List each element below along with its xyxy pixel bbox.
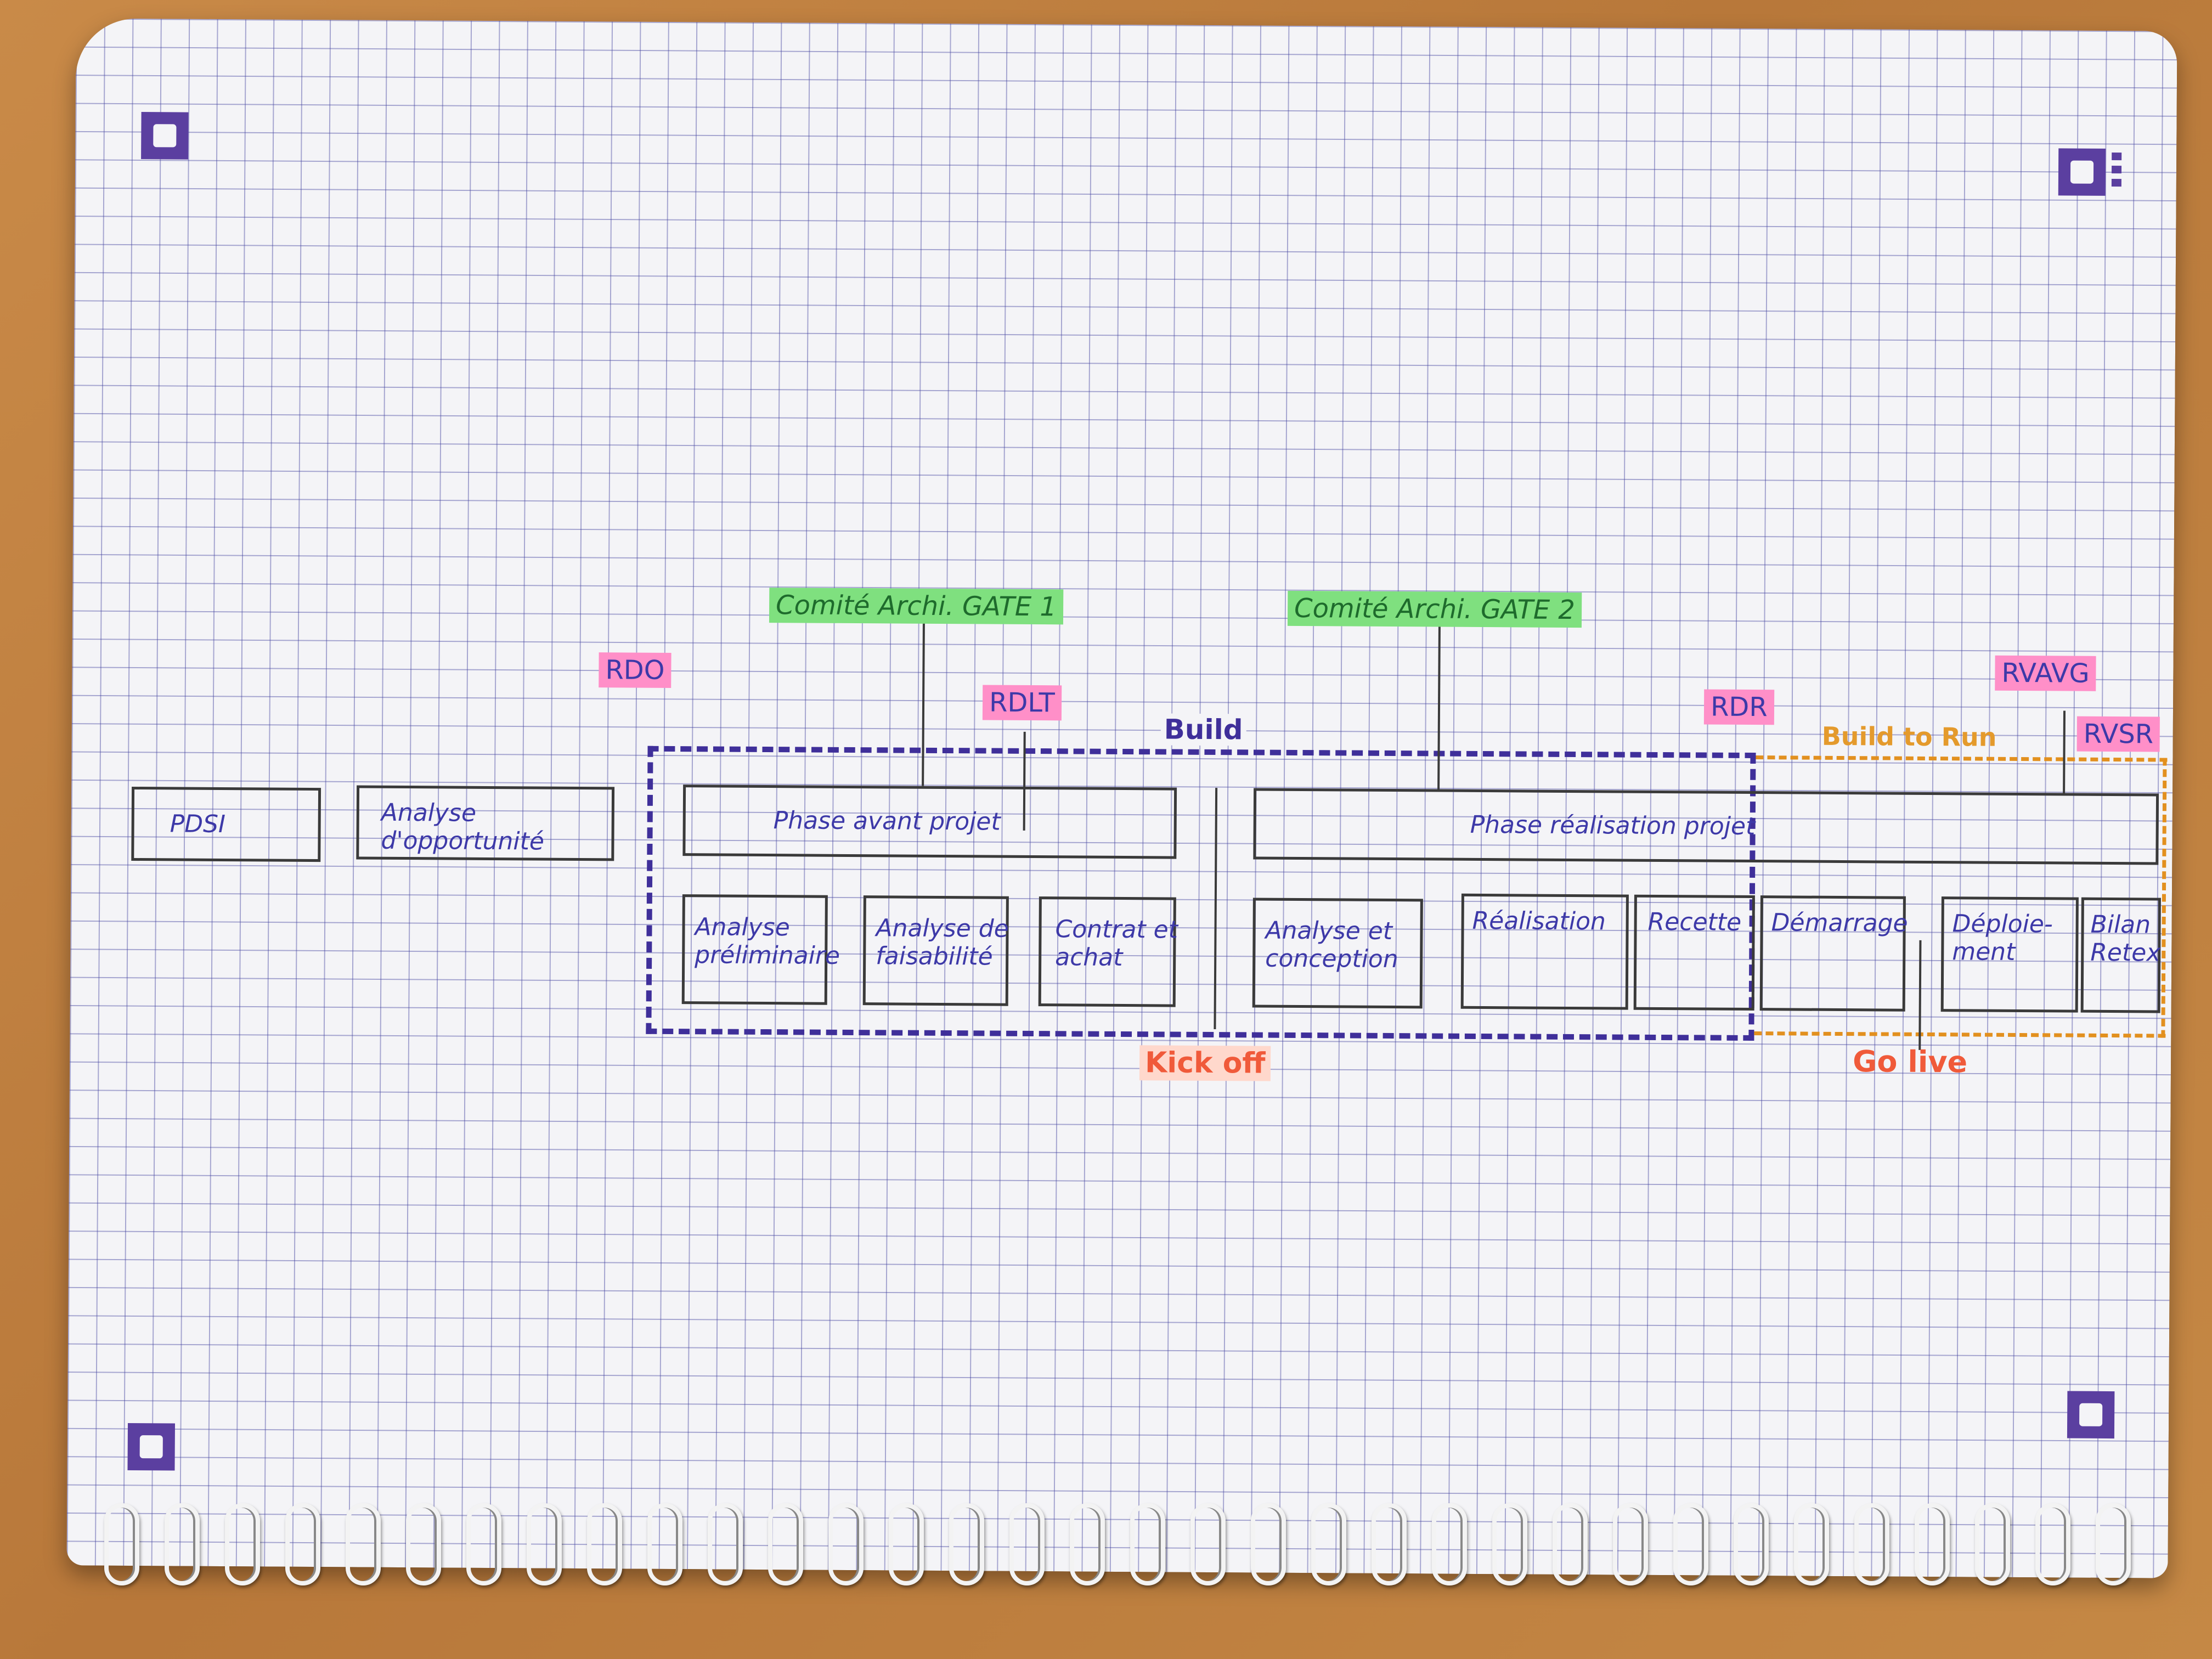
analyse-conception-label: Analyse et conception bbox=[1265, 916, 1398, 973]
spiral-ring bbox=[285, 1503, 320, 1585]
spiral-ring bbox=[889, 1503, 924, 1585]
rvavg-label: RVAVG bbox=[1995, 655, 2096, 691]
corner-marker-icon bbox=[2058, 148, 2106, 196]
realisation-label: Réalisation bbox=[1472, 906, 1606, 936]
spiral-ring bbox=[225, 1503, 260, 1585]
spiral-ring bbox=[708, 1503, 743, 1585]
gate1-label: Comité Archi. GATE 1 bbox=[769, 588, 1064, 625]
deploiement-label: Déploie- ment bbox=[1952, 910, 2053, 966]
rdo-label: RDO bbox=[599, 652, 672, 688]
spiral-ring bbox=[2096, 1503, 2131, 1585]
spiral-ring bbox=[1009, 1503, 1045, 1585]
gate2-label: Comité Archi. GATE 2 bbox=[1287, 590, 1582, 628]
spiral-ring bbox=[1251, 1503, 1286, 1585]
spiral-ring bbox=[406, 1503, 441, 1585]
kick-off-label: Kick off bbox=[1139, 1045, 1271, 1081]
spiral-ring bbox=[1553, 1503, 1588, 1585]
spiral-ring bbox=[1190, 1503, 1226, 1585]
phase-avant-projet-box: Phase avant projet bbox=[682, 785, 1177, 859]
build-to-run-label: Build to Run bbox=[1821, 721, 1997, 752]
recette-box: Recette bbox=[1633, 894, 1755, 1011]
spiral-ring bbox=[346, 1503, 381, 1585]
realisation-box: Réalisation bbox=[1460, 893, 1629, 1010]
spiral-ring bbox=[1673, 1503, 1708, 1585]
phase-realisation-projet-label: Phase réalisation projet bbox=[1470, 810, 1756, 841]
analyse-opportunite-label: Analyse d'opportunité bbox=[381, 798, 545, 856]
pdsi-box: PDSI bbox=[131, 786, 321, 862]
spiral-ring bbox=[527, 1503, 562, 1585]
pdsi-label: PDSI bbox=[170, 810, 226, 839]
notebook-page: PDSI Analyse d'opportunité Build Build t… bbox=[66, 18, 2177, 1578]
analyse-preliminaire-box: Analyse préliminaire bbox=[681, 894, 840, 1005]
spiral-ring bbox=[587, 1503, 622, 1585]
analyse-faisabilite-box: Analyse de faisabilité bbox=[862, 895, 1009, 1006]
spiral-ring bbox=[2035, 1503, 2070, 1585]
spiral-ring bbox=[165, 1503, 200, 1585]
bilan-retex-box: Bilan Retex bbox=[2080, 897, 2161, 1013]
spiral-ring bbox=[1130, 1503, 1165, 1585]
spiral-ring bbox=[1613, 1503, 1648, 1585]
go-live-label: Go live bbox=[1852, 1044, 1968, 1080]
spiral-ring bbox=[1794, 1503, 1829, 1585]
corner-marker-icon bbox=[141, 112, 189, 160]
analyse-conception-box: Analyse et conception bbox=[1252, 898, 1423, 1009]
rvsr-label: RVSR bbox=[2076, 716, 2160, 752]
spiral-binding bbox=[104, 1503, 2145, 1602]
corner-marker-icon bbox=[127, 1423, 176, 1471]
rdlt-label: RDLT bbox=[982, 685, 1062, 721]
rdr-label: RDR bbox=[1703, 689, 1774, 725]
spiral-ring bbox=[1311, 1503, 1346, 1585]
spiral-ring bbox=[466, 1503, 501, 1585]
phase-realisation-projet-box: Phase réalisation projet bbox=[1253, 788, 2159, 865]
analyse-preliminaire-label: Analyse préliminaire bbox=[695, 913, 840, 970]
build-label: Build bbox=[1160, 713, 1246, 746]
spiral-ring bbox=[104, 1503, 139, 1585]
deploiement-box: Déploie- ment bbox=[1940, 896, 2079, 1013]
corner-marker-icon bbox=[2111, 152, 2122, 192]
spiral-ring bbox=[1915, 1503, 1950, 1585]
spiral-ring bbox=[828, 1503, 864, 1585]
recette-label: Recette bbox=[1647, 907, 1742, 936]
spiral-ring bbox=[949, 1503, 984, 1585]
analyse-opportunite-box: Analyse d'opportunité bbox=[356, 785, 615, 861]
spiral-ring bbox=[1372, 1503, 1407, 1585]
spiral-ring bbox=[768, 1503, 803, 1585]
spiral-ring bbox=[1492, 1503, 1527, 1585]
contrat-achat-label: Contrat et achat bbox=[1055, 915, 1178, 972]
bilan-retex-label: Bilan Retex bbox=[2090, 910, 2161, 967]
spiral-ring bbox=[1975, 1503, 2010, 1585]
corner-marker-icon bbox=[2067, 1391, 2115, 1439]
spiral-ring bbox=[1854, 1503, 1889, 1585]
demarrage-box: Démarrage bbox=[1759, 895, 1908, 1012]
demarrage-label: Démarrage bbox=[1771, 909, 1908, 938]
phase-avant-projet-label: Phase avant projet bbox=[773, 806, 1001, 836]
contrat-achat-box: Contrat et achat bbox=[1038, 896, 1178, 1007]
spiral-ring bbox=[1734, 1503, 1769, 1585]
spiral-ring bbox=[1432, 1503, 1467, 1585]
spiral-ring bbox=[1070, 1503, 1105, 1585]
spiral-ring bbox=[647, 1503, 682, 1585]
analyse-faisabilite-label: Analyse de faisabilité bbox=[876, 914, 1009, 971]
